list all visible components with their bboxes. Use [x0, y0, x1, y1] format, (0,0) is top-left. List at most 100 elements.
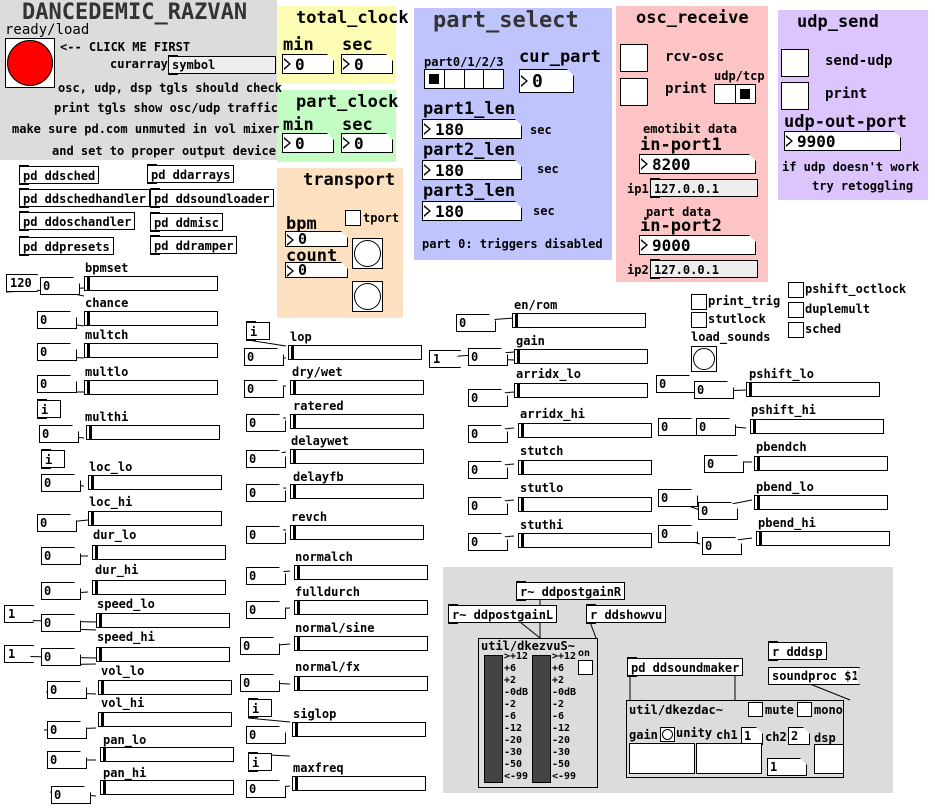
outport-value[interactable]: 9900: [784, 131, 901, 151]
col4-numB-pshifthi[interactable]: 0: [696, 418, 736, 436]
dsp-number[interactable]: 1: [767, 758, 807, 776]
ip2-value[interactable]: 127.0.0.1: [650, 259, 758, 279]
col3-slider-arridxhi[interactable]: [518, 423, 652, 438]
col2-slider-siglop[interactable]: [292, 722, 426, 737]
dac-gain-left-slider[interactable]: [629, 743, 695, 774]
col3-slider-stuthi[interactable]: [518, 533, 652, 548]
col2-int-maxfreq[interactable]: i: [248, 752, 272, 772]
subpatch-ddpresets[interactable]: pd ddpresets: [19, 236, 114, 256]
col2-num-delayfb[interactable]: 0: [246, 484, 286, 502]
duplemult-toggle[interactable]: [788, 302, 804, 318]
col4-numB-pbendhi[interactable]: 0: [702, 537, 742, 555]
col1-num-pan_hi[interactable]: 0: [51, 786, 91, 804]
col2-num-siglop[interactable]: 0: [246, 726, 286, 744]
col3-slider-stutlo[interactable]: [518, 497, 652, 512]
col2-num-revch[interactable]: 0: [246, 526, 286, 544]
receive-postgainL[interactable]: r~ ddpostgainL: [448, 604, 558, 624]
load-sounds-bang[interactable]: [691, 346, 717, 372]
col1-slider-vol_hi[interactable]: [98, 712, 232, 727]
print-trig-toggle[interactable]: [691, 294, 707, 310]
col2-num-ratered[interactable]: 0: [246, 414, 286, 432]
col2-slider-maxfreq[interactable]: [292, 776, 426, 791]
part2-len-value[interactable]: 180: [422, 160, 522, 180]
col1-num-dur_hi[interactable]: 0: [41, 582, 81, 600]
stutlock-toggle[interactable]: [691, 312, 707, 328]
col3-num-stuthi[interactable]: 0: [468, 533, 508, 551]
part-sec-value[interactable]: 0: [341, 133, 393, 153]
col3-slider-arridxlo[interactable]: [514, 383, 648, 398]
col4-slider-pshifthi[interactable]: [750, 419, 884, 434]
col2-slider-fulldurch[interactable]: [294, 600, 428, 615]
col3-num-gain[interactable]: 0: [468, 348, 508, 366]
receive-dddsp[interactable]: r dddsp: [768, 641, 827, 661]
col2-slider-lop[interactable]: [288, 345, 422, 360]
col2-num-normalfx[interactable]: 0: [240, 674, 280, 692]
cur-part-value[interactable]: 0: [519, 69, 574, 93]
col2-slider-drywet[interactable]: [290, 380, 424, 395]
col4-numA-pshifthi[interactable]: 0: [658, 418, 698, 436]
ch1-value[interactable]: 1: [741, 727, 763, 745]
dac-gain-right-slider[interactable]: [696, 743, 762, 774]
col1-num-loc_lo[interactable]: 0: [41, 474, 81, 492]
vu-on-toggle[interactable]: [578, 660, 593, 675]
col2-num-normalch[interactable]: 0: [246, 567, 286, 585]
total-sec-value[interactable]: 0: [341, 54, 393, 74]
curarray-symbol[interactable]: symbol: [168, 55, 276, 75]
col4-numA-pbendhi[interactable]: 0: [658, 525, 698, 543]
col1-slider-dur_hi[interactable]: [92, 580, 226, 595]
col2-int-lop[interactable]: i: [246, 321, 270, 341]
col1-num-vol_lo[interactable]: 0: [47, 681, 87, 699]
inport1-value[interactable]: 8200: [639, 154, 756, 174]
part-radio[interactable]: [424, 69, 504, 89]
total-min-value[interactable]: 0: [282, 54, 334, 74]
col1-num-multlo[interactable]: 0: [37, 375, 77, 393]
col3-slider-gain[interactable]: [514, 349, 648, 364]
col3-num-enrom[interactable]: 0: [456, 314, 496, 332]
col2-num-fulldurch[interactable]: 0: [246, 601, 286, 619]
col2-num-lop[interactable]: 0: [244, 348, 284, 366]
col4-slider-pbendlo[interactable]: [754, 495, 888, 510]
mute-toggle[interactable]: [748, 702, 763, 717]
col3-slider-stutch[interactable]: [518, 460, 652, 475]
col1-num-speed_lo[interactable]: 0: [41, 614, 81, 632]
col1-slider-pan_hi[interactable]: [100, 780, 234, 795]
subpatch-ddsoundloader[interactable]: pd ddsoundloader: [150, 188, 274, 208]
count-bang[interactable]: [352, 281, 383, 312]
col2-num-normalsine[interactable]: 0: [240, 637, 280, 655]
subpatch-ddschedhandler[interactable]: pd ddschedhandler: [19, 188, 150, 208]
subpatch-ddoschandler[interactable]: pd ddoschandler: [19, 211, 136, 231]
part-min-value[interactable]: 0: [282, 133, 334, 153]
col2-slider-delaywet[interactable]: [290, 449, 424, 464]
unity-bang[interactable]: [660, 727, 675, 742]
pshift-octlock-toggle[interactable]: [788, 282, 804, 298]
col1-slider-vol_lo[interactable]: [98, 680, 232, 695]
ip1-value[interactable]: 127.0.0.1: [650, 178, 758, 198]
col1-slider-chance[interactable]: [84, 311, 218, 326]
sched-toggle[interactable]: [788, 322, 804, 338]
col4-numB-pshiftlo[interactable]: 0: [694, 381, 734, 399]
col2-slider-normalsine[interactable]: [294, 636, 428, 651]
col1-num-multch[interactable]: 0: [37, 343, 77, 361]
col2-num-maxfreq[interactable]: 0: [246, 780, 286, 798]
col4-numA-pshiftlo[interactable]: 0: [656, 375, 696, 393]
col2-num-drywet[interactable]: 0: [244, 380, 284, 398]
col1-slider-bpmset[interactable]: [84, 276, 218, 291]
col1-num-loc_hi[interactable]: 0: [37, 514, 77, 532]
col1-slider-dur_lo[interactable]: [92, 545, 226, 560]
col2-slider-normalch[interactable]: [294, 565, 428, 580]
col3-slider-enrom[interactable]: [512, 313, 646, 328]
col1-slider-speed_lo[interactable]: [96, 613, 230, 628]
col3-num-arridxlo[interactable]: 0: [468, 389, 508, 407]
col3-num-stutlo[interactable]: 0: [468, 497, 508, 515]
col4-numB-pbendlo[interactable]: 0: [698, 502, 738, 520]
col4-slider-pbendch[interactable]: [754, 456, 888, 471]
tport-toggle[interactable]: [345, 210, 361, 226]
send-udp-toggle[interactable]: [781, 49, 809, 77]
col1-num-pan_lo[interactable]: 0: [47, 751, 87, 769]
col2-slider-normalfx[interactable]: [294, 676, 428, 691]
subpatch-ddsoundmaker[interactable]: pd ddsoundmaker: [627, 657, 744, 677]
bpm-bang[interactable]: [352, 238, 383, 269]
receive-showvu[interactable]: r ddshowvu: [586, 604, 667, 624]
col1-slider-speed_hi[interactable]: [96, 647, 230, 662]
inport2-value[interactable]: 9000: [639, 235, 756, 255]
